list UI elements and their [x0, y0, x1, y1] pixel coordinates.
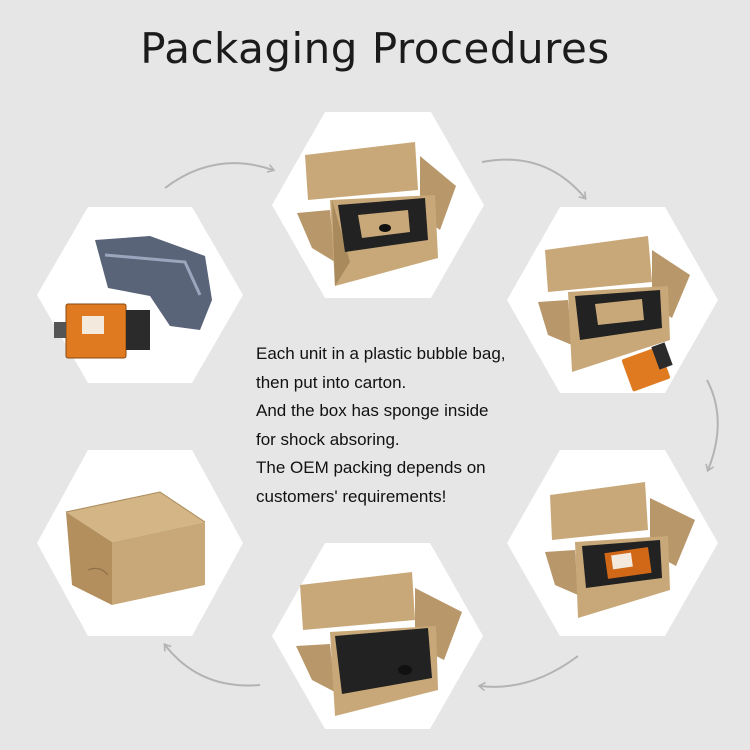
box-flap-back [545, 236, 652, 292]
flow-arrow-1 [164, 162, 276, 189]
sponge-cavity [595, 299, 644, 325]
description-text: Each unit in a plastic bubble bag, then … [256, 340, 546, 511]
flow-arrow-2 [481, 158, 587, 200]
box-flap-back [305, 142, 418, 200]
page-title: Packaging Procedures [140, 24, 610, 73]
sponge-hole [379, 224, 391, 232]
description-line: then put into carton. [256, 372, 407, 392]
box-flap-left [296, 644, 335, 692]
step-open-box-camera-inside [507, 450, 718, 636]
closed-box-top [66, 492, 205, 542]
closed-box-front [66, 512, 112, 605]
flow-arrow-5 [163, 643, 261, 687]
box-flap-left [545, 550, 578, 595]
bubble-bag-image [95, 236, 212, 330]
camera-image [621, 342, 673, 392]
description-line: And the box has sponge inside [256, 401, 489, 420]
flow-arrow-3 [705, 379, 719, 473]
description-line: customers' requirements! [256, 486, 447, 506]
box-edge [65, 491, 206, 523]
box-flap-back [550, 482, 648, 540]
camera-image [604, 547, 652, 579]
sponge-cavity [358, 210, 410, 238]
box-side [332, 200, 350, 286]
box-flap-back [300, 572, 415, 630]
flow-arrow-4 [477, 655, 579, 692]
camera-image [54, 303, 150, 359]
step-open-box-sponge-cover [272, 543, 483, 729]
description-line: for shock absoring. [256, 429, 400, 449]
description-line: The OEM packing depends on [256, 458, 486, 477]
sponge-image [335, 628, 432, 694]
step-closed-box [37, 450, 243, 636]
box-flap-left [538, 300, 572, 345]
description-line: Each unit in a plastic bubble bag, [256, 344, 506, 363]
step-open-box-camera-beside [507, 207, 718, 393]
box-flap-left [297, 210, 335, 262]
bag-highlight [104, 253, 202, 296]
closed-box-side [112, 522, 205, 605]
step-open-box-empty [272, 112, 484, 298]
box-tuck-flap [87, 567, 109, 576]
step-bubble-bag [37, 207, 243, 383]
sponge-hole [398, 665, 412, 675]
